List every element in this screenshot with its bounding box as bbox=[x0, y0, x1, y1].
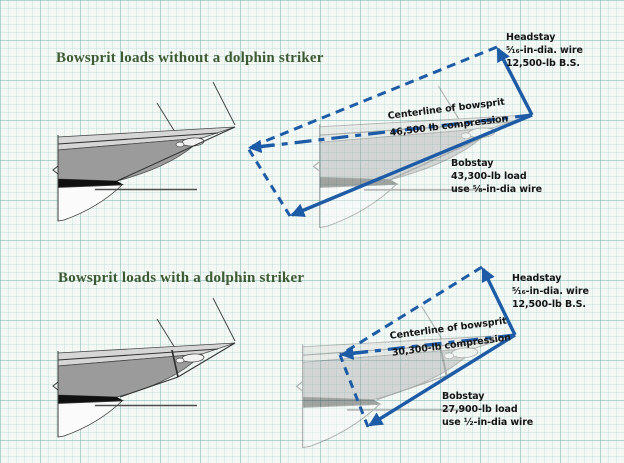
headstay-label-top: Headstay ⁵⁄₁₆-in-dia. wire 12,500-lb B.S… bbox=[506, 31, 583, 70]
resultant-construction-dashed-bottom bbox=[339, 265, 483, 357]
panel-title-top: Bowsprit loads without a dolphin striker bbox=[56, 50, 324, 66]
boat-illustration-with-striker bbox=[53, 298, 235, 437]
headstay-name-top: Headstay bbox=[506, 32, 556, 43]
bobstay-load-top: 43,300-lb load bbox=[451, 171, 527, 182]
bobstay-wire-top: use ⁵⁄₈-in-dia wire bbox=[451, 184, 543, 195]
headstay-name-bottom: Headstay bbox=[512, 273, 562, 284]
panel-title-bottom: Bowsprit loads with a dolphin striker bbox=[58, 270, 305, 286]
compression-arrow-top bbox=[247, 139, 275, 154]
headstay-wire-top: ⁵⁄₁₆-in-dia. wire bbox=[506, 45, 583, 56]
force-diagram-top bbox=[246, 45, 534, 217]
faded-boat-illustration-top bbox=[314, 61, 532, 228]
headstay-wire-bottom: ⁵⁄₁₆-in-dia. wire bbox=[512, 286, 589, 297]
vertical-construction-dashed-top bbox=[246, 147, 292, 217]
bobstay-vector-bottom bbox=[368, 333, 516, 427]
headstay-vector-bottom bbox=[481, 267, 517, 336]
headstay-label-bottom: Headstay ⁵⁄₁₆-in-dia. wire 12,500-lb B.S… bbox=[512, 272, 589, 311]
headstay-bs-top: 12,500-lb B.S. bbox=[506, 58, 580, 69]
compression-arrow-bottom bbox=[339, 346, 369, 360]
boat-illustration-no-striker bbox=[53, 82, 235, 221]
bobstay-name-top: Bobstay bbox=[451, 158, 494, 169]
bobstay-label-bottom: Bobstay 27,900-lb load use ½-in-dia wire bbox=[442, 390, 533, 429]
bobstay-label-top: Bobstay 43,300-lb load use ⁵⁄₈-in-dia wi… bbox=[451, 157, 542, 196]
bobstay-load-bottom: 27,900-lb load bbox=[442, 404, 518, 415]
bobstay-wire-bottom: use ½-in-dia wire bbox=[442, 417, 534, 428]
centerline-dashdot-top bbox=[257, 113, 533, 149]
force-diagram-bottom bbox=[338, 265, 517, 428]
centerline-dashdot-bottom bbox=[351, 333, 516, 356]
headstay-vector-top bbox=[496, 47, 534, 116]
bobstay-name-bottom: Bobstay bbox=[442, 391, 485, 402]
bobstay-vector-top bbox=[290, 113, 533, 217]
headstay-bs-bottom: 12,500-lb B.S. bbox=[512, 299, 586, 310]
